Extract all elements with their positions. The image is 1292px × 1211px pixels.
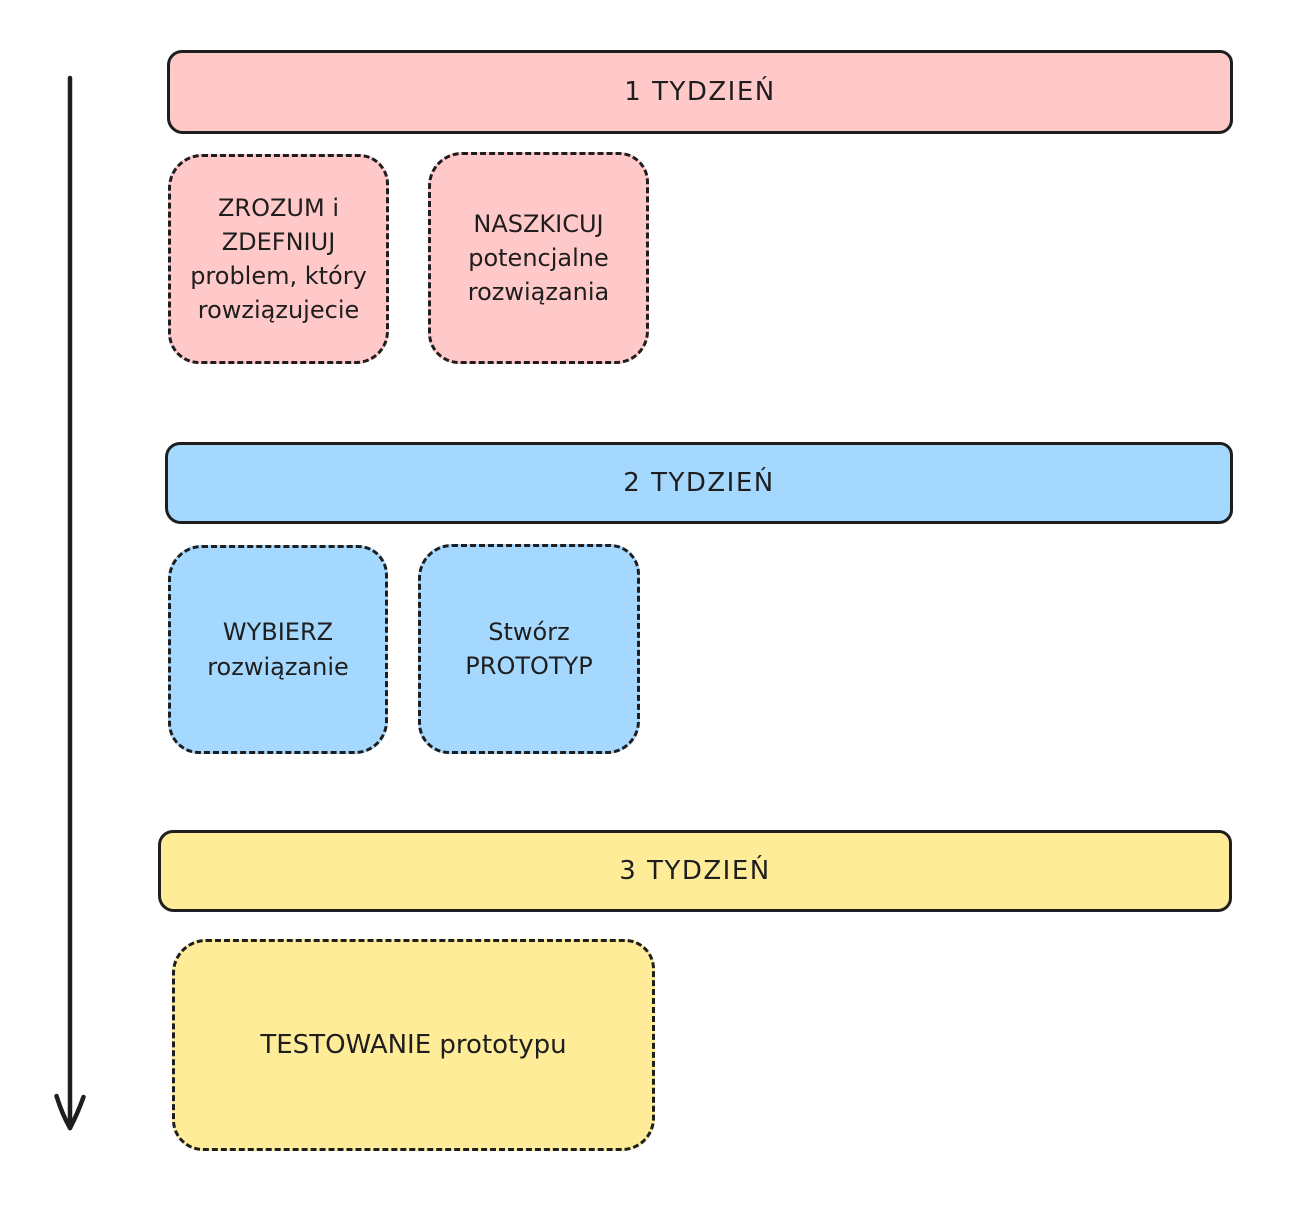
task-box-choose-solution: WYBIERZ rozwiązanie — [168, 545, 388, 754]
task-box-prototype-testing: TESTOWANIE prototypu — [172, 939, 655, 1151]
week-2-header-label: 2 TYDZIEŃ — [623, 468, 775, 498]
task-box-text: TESTOWANIE prototypu — [260, 1029, 567, 1060]
task-box-create-prototype: Stwórz PROTOTYP — [418, 544, 640, 754]
task-box-sketch-solutions: NASZKICUJ potencjalne rozwiązania — [428, 152, 649, 364]
week-1-header-bar: 1 TYDZIEŃ — [167, 50, 1233, 134]
task-box-text: WYBIERZ rozwiązanie — [207, 618, 349, 681]
timeline-down-arrow-icon — [54, 75, 86, 1131]
task-box-text: Stwórz PROTOTYP — [465, 617, 593, 680]
week-1-header-label: 1 TYDZIEŃ — [624, 77, 776, 107]
task-box-text: NASZKICUJ potencjalne rozwiązania — [467, 209, 610, 307]
task-box-understand-define-problem: ZROZUM i ZDEFNIUJ problem, który rowziąz… — [168, 154, 389, 364]
week-3-header-bar: 3 TYDZIEŃ — [158, 830, 1232, 912]
week-3-header-label: 3 TYDZIEŃ — [619, 856, 771, 886]
task-box-text: ZROZUM i ZDEFNIUJ problem, który rowziąz… — [190, 193, 367, 325]
week-2-header-bar: 2 TYDZIEŃ — [165, 442, 1233, 524]
